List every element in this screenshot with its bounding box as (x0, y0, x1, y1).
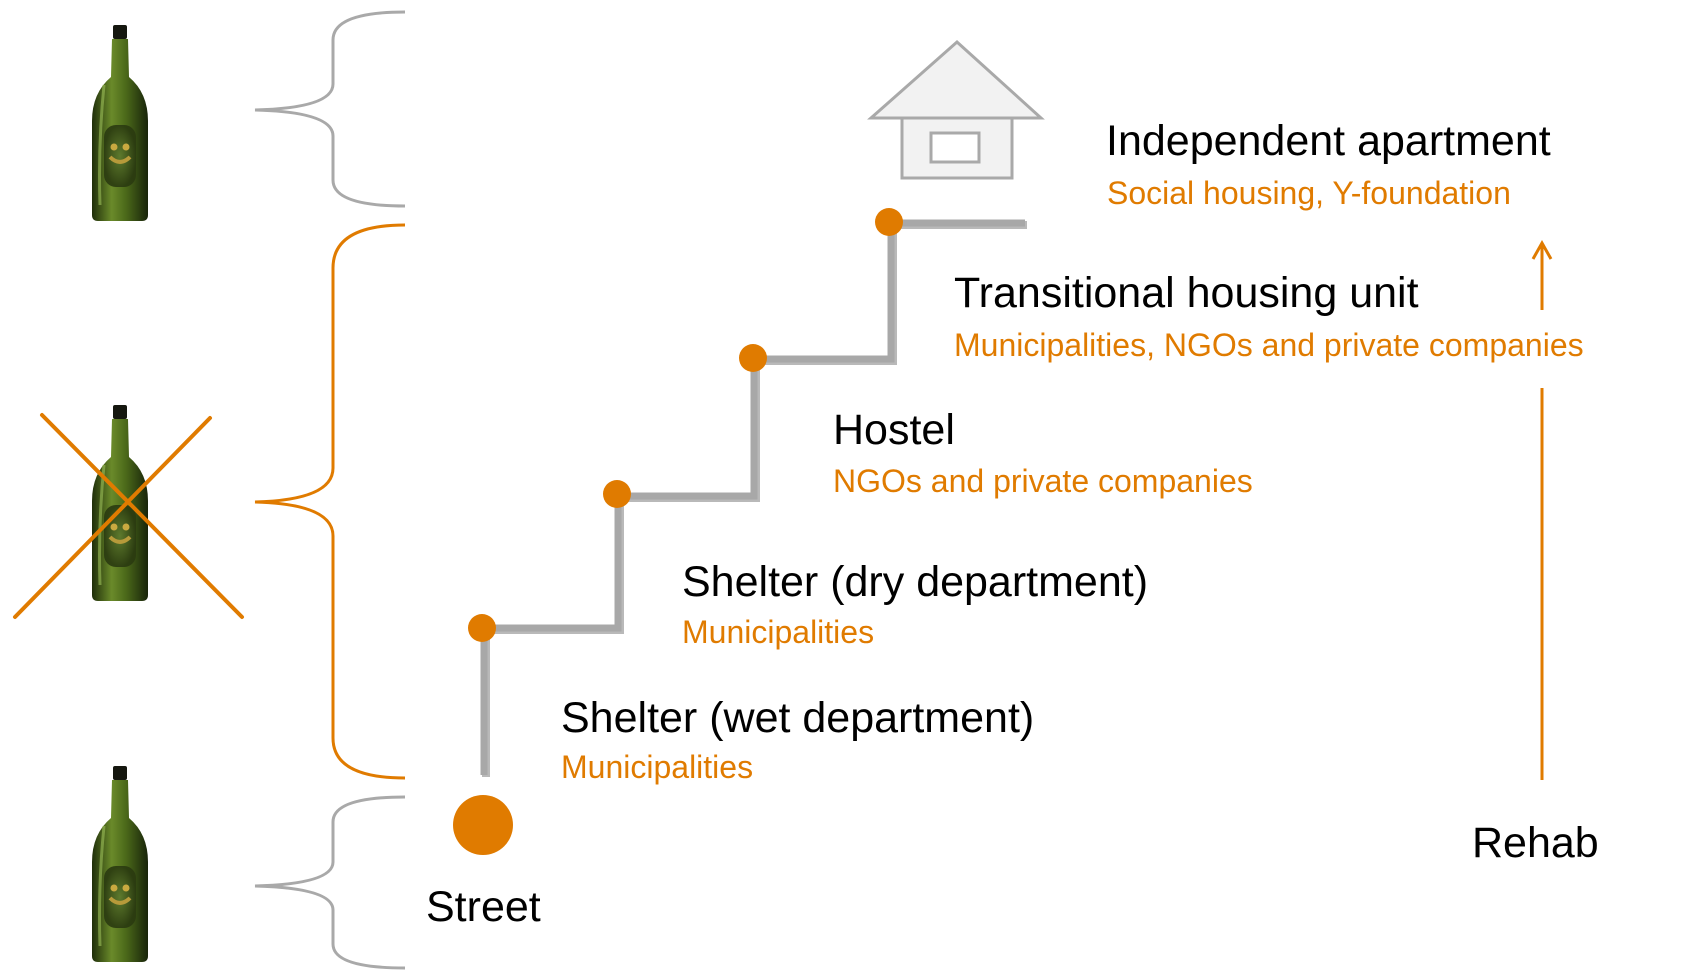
house-icon (867, 39, 1045, 180)
step-dot-wet-shelter (468, 614, 496, 642)
step-dot-transitional (875, 208, 903, 236)
wet-shelter-provider: Municipalities (561, 749, 754, 785)
independent-provider: Social housing, Y-foundation (1107, 175, 1511, 211)
dry-shelter-provider: Municipalities (682, 614, 875, 650)
brace-top (254, 10, 406, 208)
brace-middle (254, 223, 406, 780)
cross-out-icon (13, 413, 244, 619)
rehab-label: Rehab (1472, 819, 1599, 867)
hostel-provider: NGOs and private companies (833, 463, 1253, 499)
wine-bottle-icon (90, 764, 150, 964)
step-dot-dry-shelter (603, 480, 631, 508)
step-dot-hostel (739, 344, 767, 372)
dry-shelter-title: Shelter (dry department) (682, 558, 1149, 606)
brace-bottom (254, 795, 406, 970)
street-dot (453, 795, 513, 855)
rehab-arrow (1531, 239, 1553, 780)
street-label: Street (426, 883, 541, 931)
staircase (480, 219, 1027, 777)
transitional-title: Transitional housing unit (954, 269, 1419, 317)
wine-bottle-icon (90, 403, 150, 603)
wet-shelter-title: Shelter (wet department) (561, 694, 1035, 742)
wine-bottle-icon (90, 23, 150, 223)
hostel-title: Hostel (833, 406, 955, 454)
transitional-provider: Municipalities, NGOs and private compani… (954, 327, 1584, 363)
independent-title: Independent apartment (1106, 117, 1551, 165)
